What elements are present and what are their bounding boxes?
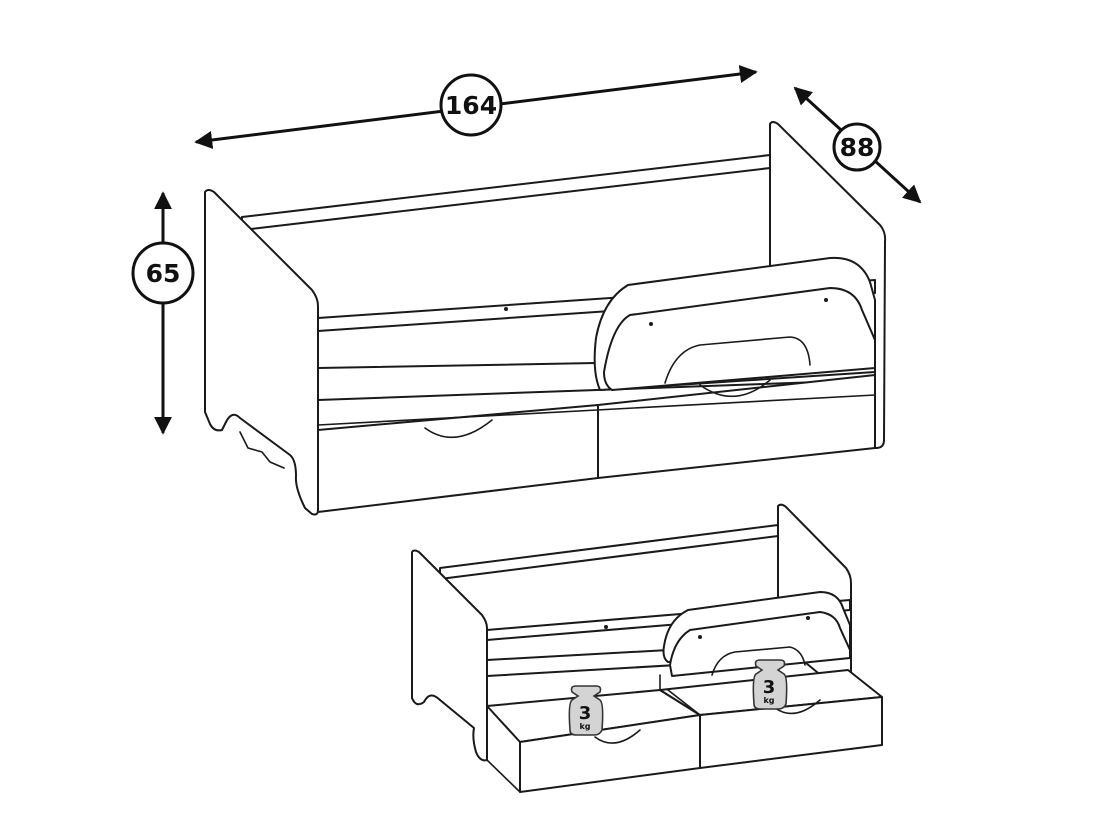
left-drawer-handle [594, 729, 641, 744]
screw-hole [698, 635, 702, 639]
back-panel [439, 524, 779, 580]
weight-value: 3 [763, 677, 776, 698]
dimension-height: 65 [131, 191, 195, 435]
left-headboard [411, 549, 488, 762]
safety-guard-inner [669, 611, 851, 677]
screw-hole [604, 625, 608, 629]
right-drawer-handle [774, 699, 821, 715]
drawer-top-line [317, 394, 876, 426]
right-drawer-front [699, 696, 883, 769]
weight-unit: kg [763, 696, 774, 705]
weight-tag-right: 3 kg [752, 659, 788, 710]
dimension-depth: 88 [793, 86, 922, 204]
length-circle [439, 73, 503, 137]
depth-value: 88 [840, 133, 875, 162]
right-drawer-handle [699, 379, 771, 398]
drawer-divider [659, 674, 701, 716]
right-drawer [597, 374, 876, 479]
screw-hole [824, 298, 828, 302]
back-panel [241, 154, 771, 231]
left-drawer-handle [424, 419, 493, 439]
weight-icon [568, 685, 604, 736]
left-drawer [317, 404, 599, 513]
height-circle [131, 241, 195, 305]
bed-closed-drawers [204, 121, 887, 516]
safety-guard-inner [603, 287, 876, 391]
screw-hole [504, 307, 508, 311]
dimension-length: 164 [194, 65, 758, 149]
weight-value: 3 [579, 703, 592, 724]
depth-circle [832, 122, 882, 172]
screw-hole [806, 616, 810, 620]
length-value: 164 [445, 91, 497, 120]
height-value: 65 [146, 259, 181, 288]
left-headboard [204, 189, 319, 516]
screw-hole [649, 322, 653, 326]
left-leg-detail [239, 431, 285, 469]
safety-guard-cutout [664, 336, 811, 384]
bed-open-drawers [411, 503, 883, 793]
weight-icon [752, 659, 788, 710]
weight-unit: kg [579, 722, 590, 731]
safety-guard-cutout [711, 646, 806, 676]
weight-tag-left: 3 kg [568, 685, 604, 736]
